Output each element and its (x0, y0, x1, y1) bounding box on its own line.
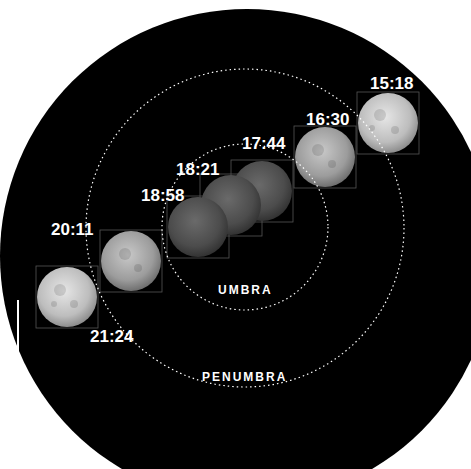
time-label: 17:44 (242, 134, 285, 154)
time-label: 16:30 (306, 110, 349, 130)
time-label: 20:11 (51, 220, 94, 240)
edge-line (17, 300, 19, 469)
region-name: PENUMBRA (202, 370, 287, 384)
moon (295, 127, 355, 187)
moon (101, 231, 161, 291)
moon-frames (36, 92, 419, 328)
time-label: 18:21 (176, 160, 219, 180)
time-label: 21:24 (90, 327, 133, 347)
time-label: 15:18 (370, 74, 413, 94)
shadow-boundary (162, 144, 328, 310)
moon (168, 197, 228, 257)
moon-craters (51, 109, 399, 308)
time-label: 18:58 (141, 186, 184, 206)
moon (37, 267, 97, 327)
shadow-boundary (86, 69, 404, 387)
region-name: UMBRA (218, 283, 273, 297)
sky-disc (0, 9, 471, 469)
moon (358, 93, 418, 153)
